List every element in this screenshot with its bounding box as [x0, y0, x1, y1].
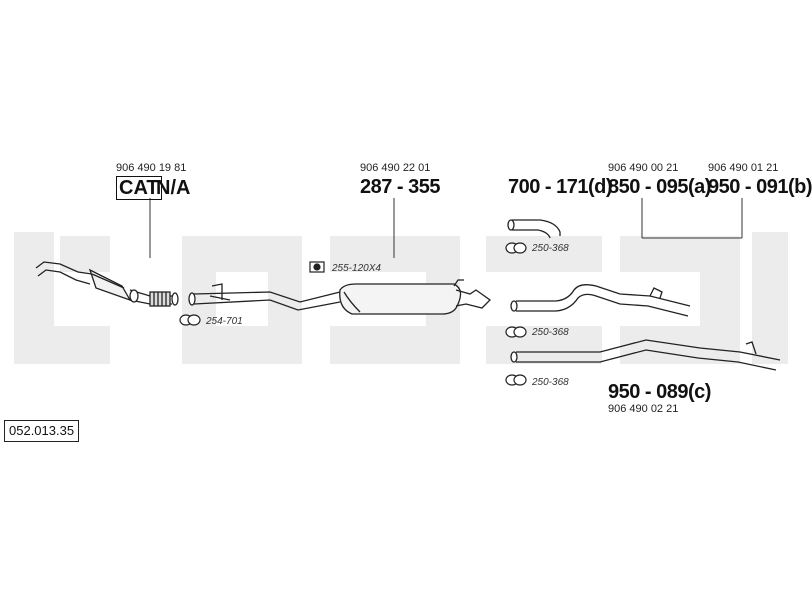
tail-pipe-c-part: 950 - 089(c) — [608, 381, 711, 403]
middle-silencer-part: 287 - 355 — [360, 176, 441, 198]
clamps — [179, 242, 527, 386]
end-pipe-d — [507, 219, 561, 239]
clamp-254-701: 254-701 — [206, 316, 243, 327]
catalyst-part-number: N/A — [156, 177, 191, 199]
mount-icon — [309, 261, 325, 273]
middle-silencer-pipe — [188, 279, 492, 315]
tail-pipe-a-oem: 906 490 00 21 — [608, 162, 679, 174]
tail-pipe-a — [510, 284, 691, 317]
leader-lines — [149, 198, 743, 258]
tail-pipe-b-part: 950 - 091(b) — [708, 176, 812, 198]
clamp-250-368-d: 250-368 — [532, 243, 569, 254]
middle-silencer-oem: 906 490 22 01 — [360, 162, 431, 174]
tail-pipe-c-oem: 906 490 02 21 — [608, 403, 679, 415]
tail-pipe-b-oem: 906 490 01 21 — [708, 162, 779, 174]
clamp-250-368-a: 250-368 — [532, 327, 569, 338]
clamp-250-368-c: 250-368 — [532, 377, 569, 388]
catalyst-pipe — [35, 261, 179, 307]
diagram-reference: 052.013.35 — [4, 420, 80, 442]
tail-pipe-c — [510, 339, 781, 371]
mount-part: 255-120X4 — [332, 263, 381, 274]
tail-pipe-a-part: 850 - 095(a) — [608, 176, 711, 198]
watermark-logo — [14, 232, 788, 364]
catalyst-cat-label: CAT — [116, 176, 162, 200]
end-pipe-d-part: 700 - 171(d) — [508, 176, 613, 198]
catalyst-oem: 906 490 19 81 — [116, 162, 187, 174]
